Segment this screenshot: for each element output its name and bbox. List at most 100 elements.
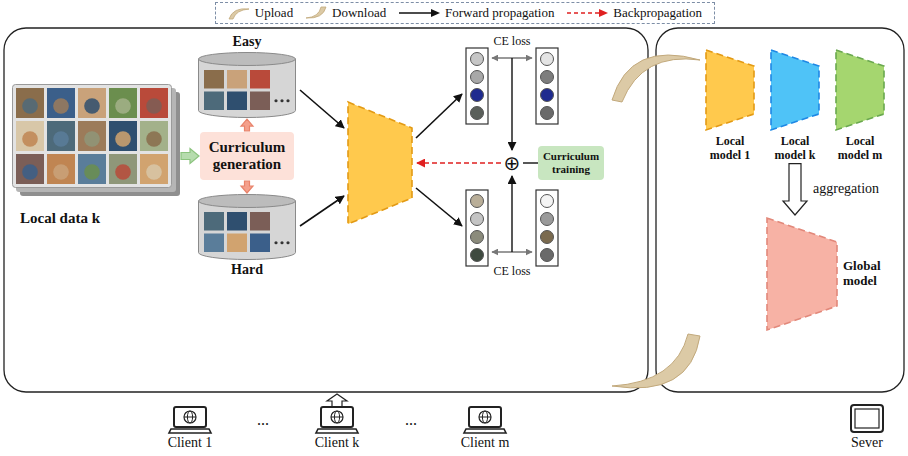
globe-icon — [479, 411, 491, 423]
loss-link — [511, 176, 512, 252]
image-subject — [84, 98, 100, 114]
image-tile — [250, 92, 270, 111]
download-arrow — [612, 334, 700, 388]
image-tile — [204, 212, 224, 231]
node-label: Curriculum generation — [205, 139, 289, 174]
legend-label: Download — [332, 6, 386, 20]
image-subject — [22, 164, 38, 180]
image-tile — [109, 121, 137, 151]
legend-item: Download — [305, 6, 386, 20]
upload-sample — [228, 6, 250, 20]
vector-cell — [471, 231, 484, 244]
globe-icon — [184, 417, 196, 418]
client-device: Client 1 — [160, 406, 220, 451]
image-tile — [250, 234, 270, 253]
legend-sample-line — [567, 12, 600, 14]
flow-arrow — [181, 149, 199, 164]
image-tile — [140, 121, 168, 151]
model-block-shape — [830, 48, 890, 132]
vector-cell — [541, 53, 554, 66]
node-label: Global model — [843, 259, 895, 289]
image-tile — [204, 92, 224, 111]
vector-frame — [536, 48, 558, 124]
sum-symbol: ⊕ — [504, 153, 521, 173]
image-subject — [115, 131, 131, 147]
image-tile — [204, 70, 224, 89]
laptop-base — [316, 429, 358, 433]
globe-icon — [331, 417, 343, 418]
legend-item: Upload — [228, 6, 293, 20]
local-model — [348, 102, 412, 224]
legend-sample-shape — [229, 9, 249, 19]
model-block-shape — [700, 48, 760, 132]
image-tile — [47, 88, 75, 118]
globe-icon — [184, 411, 196, 423]
loss-label: CE loss — [493, 265, 530, 277]
model-shape — [706, 50, 754, 130]
vector-frame — [536, 190, 558, 266]
process-box: Curriculum generation — [200, 132, 294, 180]
image-tile — [250, 70, 270, 89]
model-block: Local model k — [765, 48, 825, 163]
image-tile — [16, 88, 44, 118]
output-vector — [466, 190, 488, 266]
image-subject — [146, 98, 162, 114]
vector-cell — [471, 71, 484, 84]
image-subject — [84, 164, 100, 180]
legend-sample-head — [599, 9, 608, 17]
client-device: Client m — [455, 406, 515, 451]
vector-cell — [471, 89, 484, 102]
image-subject — [53, 98, 69, 114]
model-block-shape — [765, 48, 825, 132]
stack-top — [13, 85, 172, 188]
client-panel — [4, 28, 648, 392]
cylinder-top — [199, 53, 296, 66]
globe-icon — [479, 417, 491, 418]
image-subject — [53, 164, 69, 180]
easy-pool: Easy — [198, 34, 296, 118]
forward-sample — [398, 8, 440, 18]
backprop-arrow — [417, 162, 501, 164]
image-tile — [47, 154, 75, 184]
laptop-base — [169, 429, 211, 433]
node-label: Local model m — [830, 135, 890, 163]
server-device: Sever — [837, 404, 897, 451]
cylinder-body — [199, 201, 296, 260]
label-vector — [536, 190, 558, 266]
vector-frame — [466, 48, 488, 124]
node-label: Local model 1 — [700, 135, 760, 163]
image-tile — [204, 234, 224, 253]
node-label: Client m — [455, 435, 515, 451]
vector-cell — [541, 195, 554, 208]
image-tile — [16, 121, 44, 151]
image-tile — [250, 212, 270, 231]
vector-cell — [471, 195, 484, 208]
forward-arrow — [416, 94, 462, 138]
image-tile — [227, 234, 247, 253]
more-dot — [280, 99, 283, 102]
image-tile — [140, 154, 168, 184]
image-tile — [109, 88, 137, 118]
image-tile — [109, 154, 137, 184]
legend-label: Upload — [255, 6, 293, 20]
legend-sample-shape — [306, 7, 326, 18]
forward-arrow — [300, 196, 344, 226]
client-device-shape — [315, 406, 359, 434]
legend-sample-head — [431, 9, 440, 17]
image-tile — [227, 212, 247, 231]
model-block: Local model 1 — [700, 48, 760, 163]
vector-cell — [541, 107, 554, 120]
more-dot — [274, 99, 277, 102]
vector-cell — [471, 107, 484, 120]
image-tile — [78, 121, 106, 151]
flow-arrow — [241, 119, 253, 131]
edge-label: aggregation — [811, 182, 881, 197]
stack-layer — [16, 88, 176, 192]
legend-label: Backpropagation — [613, 6, 702, 20]
node-label: Local model k — [765, 135, 825, 163]
image-subject — [22, 98, 38, 114]
data-stack-shape — [12, 84, 180, 196]
model-shape — [836, 50, 884, 130]
vector-cell — [471, 53, 484, 66]
